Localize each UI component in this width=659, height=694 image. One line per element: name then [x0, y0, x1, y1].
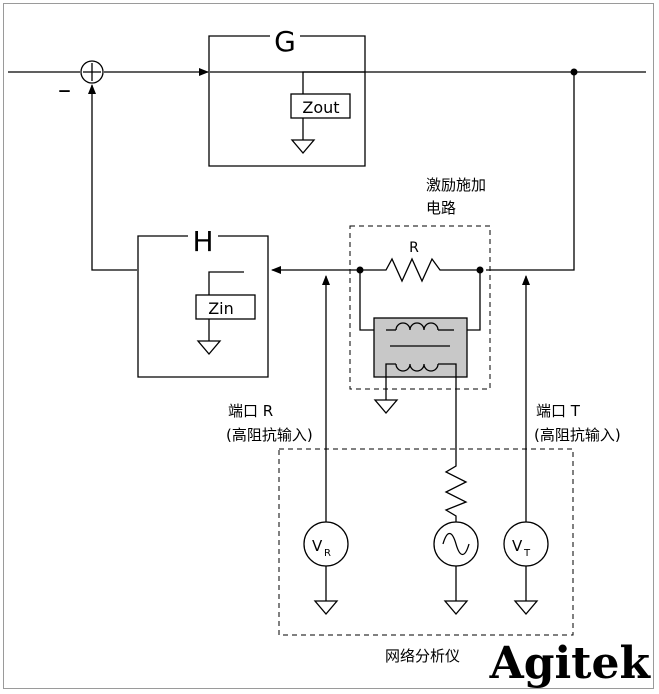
ground-icon — [290, 139, 316, 155]
vt-sub-label: T — [523, 548, 531, 559]
summing-junction — [80, 60, 104, 84]
network-analyzer-label: 网络分析仪 — [385, 647, 460, 665]
port-r-sublabel: (高阻抗输入) — [226, 426, 313, 444]
network-analyzer-box — [278, 448, 574, 636]
g-block-label: G — [274, 25, 296, 58]
injection-circuit-box — [349, 225, 491, 390]
port-r-label: 端口 R — [228, 402, 273, 420]
vt-main-label: V — [512, 537, 523, 555]
zout-box — [290, 93, 351, 119]
signal-source — [433, 460, 479, 616]
resistor-icon — [360, 257, 480, 283]
vr-main-label: V — [312, 537, 323, 555]
transformer-icon — [385, 322, 457, 378]
vr-meter: V R — [303, 521, 349, 616]
ground-icon — [196, 340, 222, 356]
zout-label: Zout — [302, 98, 339, 117]
ground-icon — [443, 600, 469, 616]
sine-wave-icon — [442, 532, 470, 556]
ground-icon — [313, 600, 339, 616]
injection-circuit: R — [356, 240, 484, 460]
vr-sub-label: R — [324, 548, 331, 559]
ground-icon — [513, 600, 539, 616]
resistor-icon — [444, 460, 468, 522]
ground-icon — [373, 399, 399, 415]
minus-sign: – — [58, 75, 71, 105]
g-block: G Zout — [208, 25, 366, 167]
zin-label: Zin — [208, 299, 234, 318]
feedback-path — [88, 72, 575, 274]
image-border — [3, 3, 654, 689]
h-block-label: H — [192, 225, 213, 258]
port-t-sublabel: (高阻抗输入) — [534, 426, 621, 444]
vt-meter: V T — [503, 521, 549, 616]
h-block: H Zin — [137, 225, 269, 378]
zin-box — [195, 294, 256, 320]
injection-title-line1: 激励施加 — [426, 176, 486, 194]
agitek-logo: Agitek — [489, 638, 652, 689]
resistor-label: R — [409, 240, 419, 256]
injection-title-line2: 电路 — [426, 199, 456, 217]
port-t-label: 端口 T — [536, 402, 581, 420]
transformer-body — [373, 317, 468, 378]
